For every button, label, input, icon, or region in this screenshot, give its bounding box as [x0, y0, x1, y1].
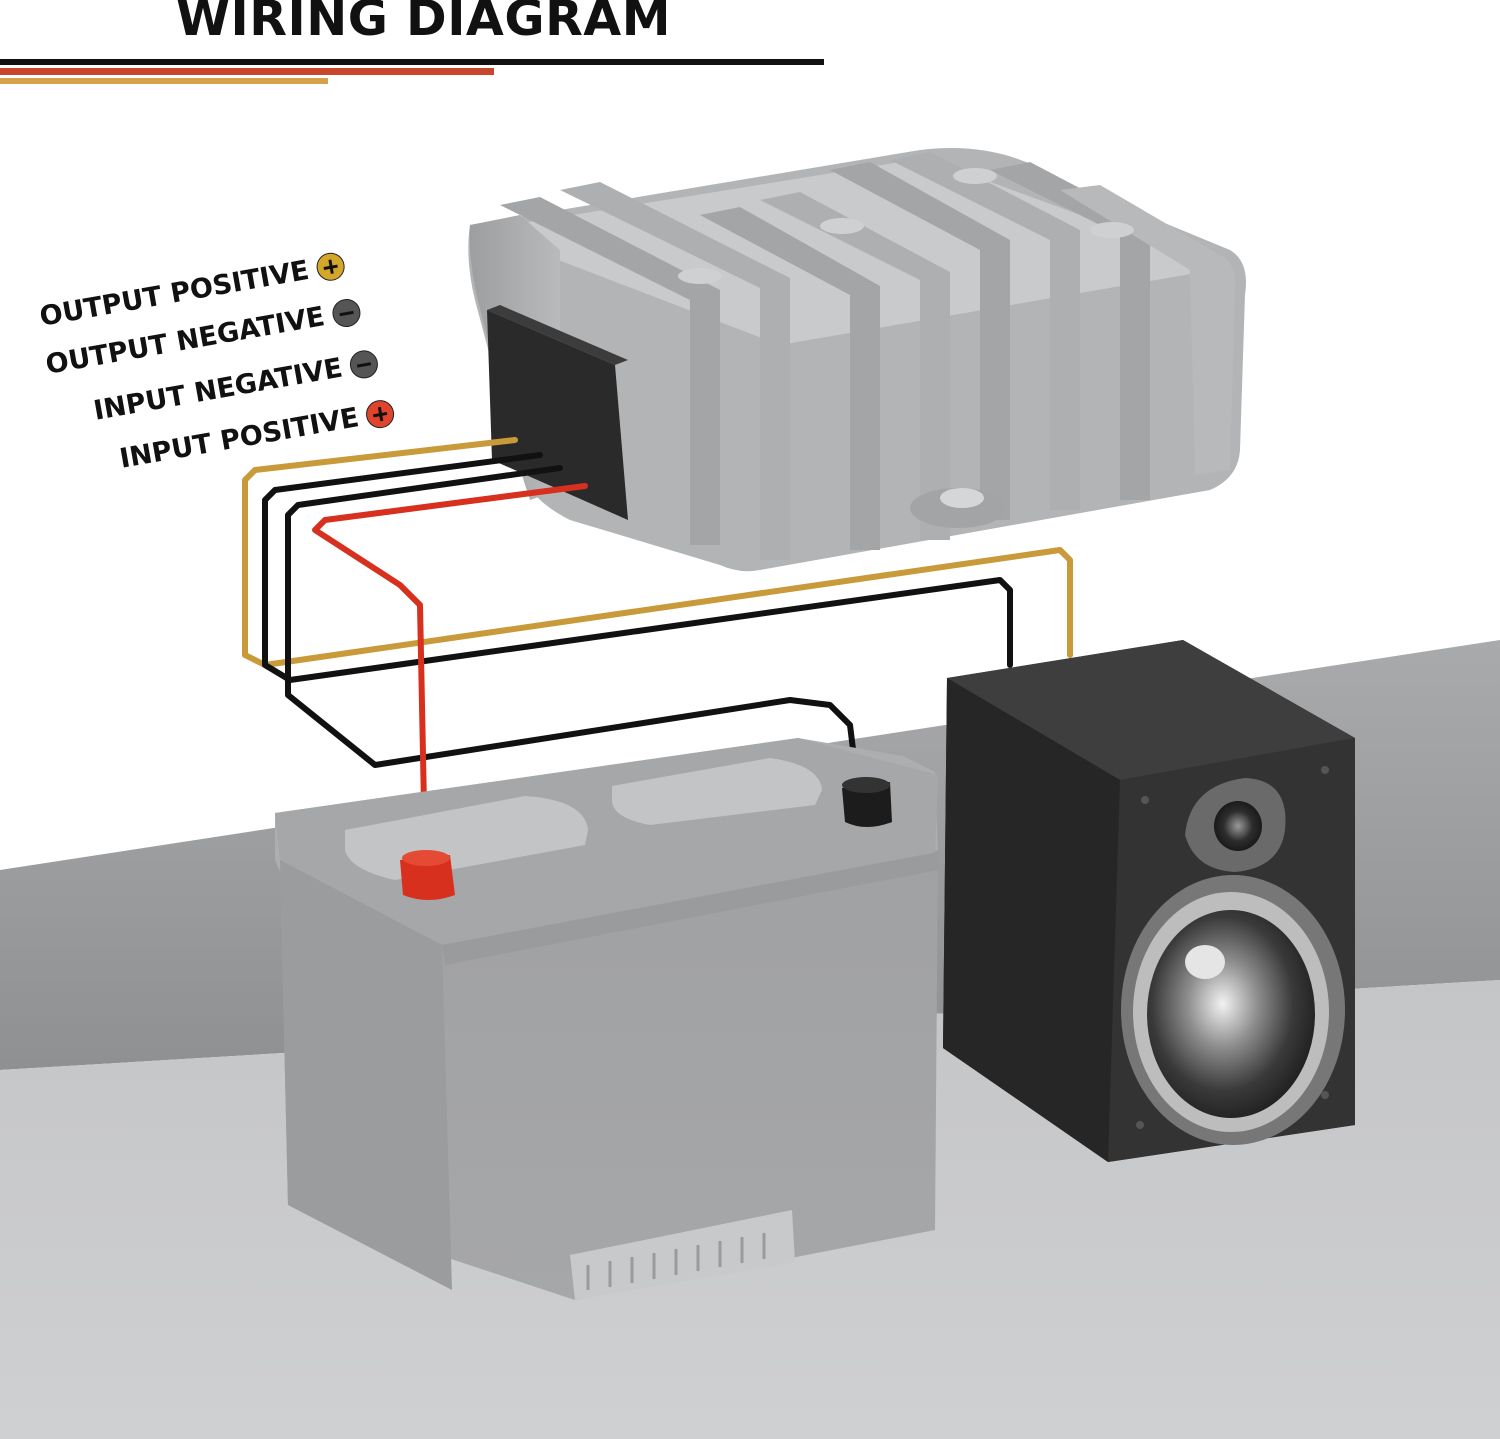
title-underline-black [0, 59, 824, 65]
title-underline-red [0, 68, 494, 75]
wire-legend: OUTPUT POSITIVE OUTPUT NEGATIVE INPUT NE… [37, 250, 460, 486]
battery-negative-terminal [842, 777, 892, 827]
plus-icon [314, 250, 347, 283]
wires [242, 437, 1073, 858]
wire-output-positive [242, 437, 1073, 668]
title-underline-gold [0, 78, 328, 84]
plus-icon [363, 397, 397, 430]
battery-positive-terminal [400, 850, 455, 900]
converter-icon [468, 148, 1246, 572]
minus-icon [329, 296, 363, 329]
wire-output-negative [262, 452, 1013, 683]
minus-icon [347, 347, 381, 381]
wire-input-negative [285, 465, 861, 793]
wire-input-positive [312, 483, 588, 858]
speaker-icon [943, 640, 1355, 1162]
page-title: WIRING DIAGRAM [176, 0, 671, 47]
battery-icon [275, 738, 938, 1300]
battery-grille [570, 1210, 795, 1300]
